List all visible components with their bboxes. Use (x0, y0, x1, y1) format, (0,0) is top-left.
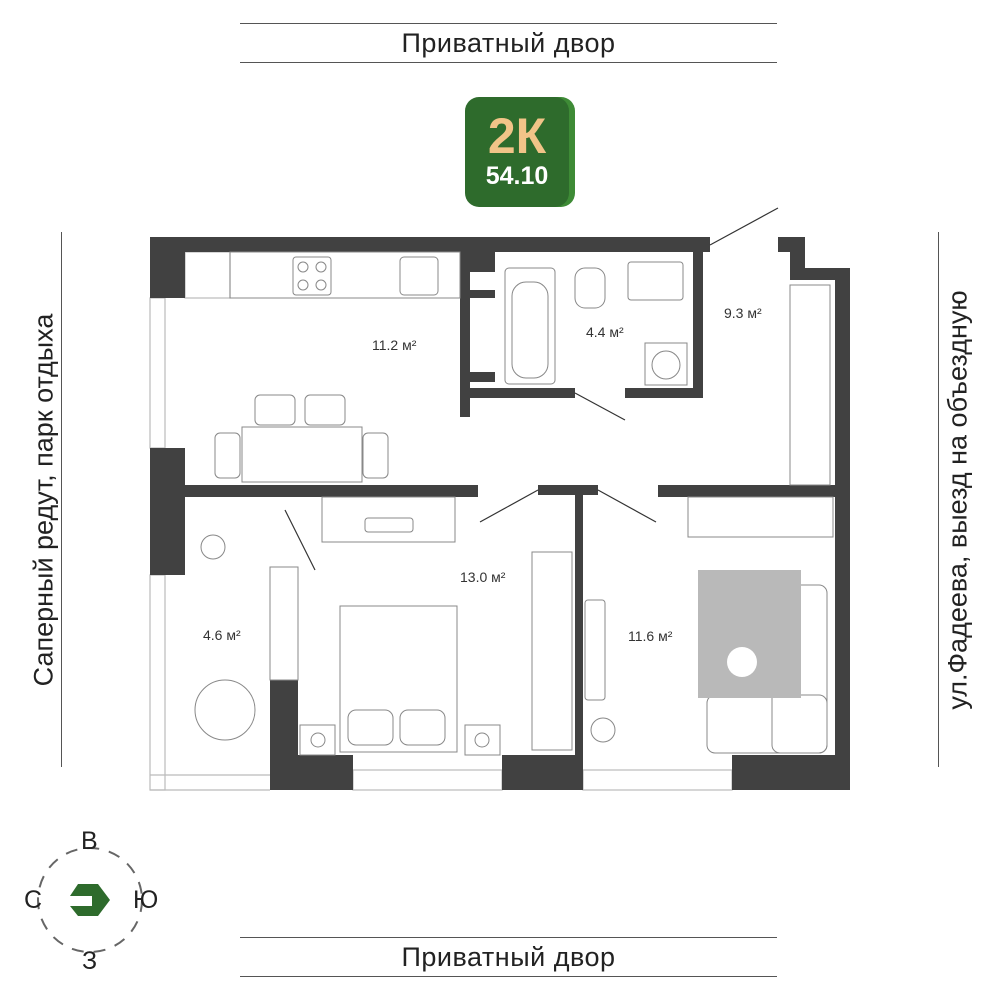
compass-icon (70, 884, 110, 916)
street-label-left: Саперный редут, парк отдыха (24, 232, 64, 767)
room-area-balcony: 4.6 м² (203, 627, 241, 643)
room-area-kitchen: 11.2 м² (372, 337, 417, 353)
room-area-living-room: 11.6 м² (628, 628, 673, 644)
furniture (194, 251, 834, 756)
room-area-hallway: 9.3 м² (724, 305, 762, 321)
room-area-bathroom: 4.4 м² (586, 324, 624, 340)
compass-label-bottom: З (82, 947, 98, 975)
walls (150, 237, 850, 790)
apartment-area: 54.10 (485, 162, 549, 190)
compass-ring (37, 847, 143, 953)
compass-label-left: С (24, 886, 43, 914)
apartment-type: 2К (487, 108, 547, 164)
rug (698, 570, 801, 698)
compass-label-top: В (81, 827, 98, 855)
apartment-badge: 2К 54.10 (465, 97, 575, 207)
street-label-right: ул.Фадеева, выезд на объездную (938, 232, 978, 767)
windows (149, 251, 733, 791)
coffee-table (727, 647, 757, 677)
street-label-top: Приватный двор (240, 23, 777, 63)
plants (200, 534, 616, 743)
room-area-bedroom: 13.0 м² (460, 569, 506, 585)
street-label-bottom: Приватный двор (240, 937, 777, 977)
door-lines (284, 207, 779, 571)
compass-label-right: Ю (133, 886, 159, 914)
